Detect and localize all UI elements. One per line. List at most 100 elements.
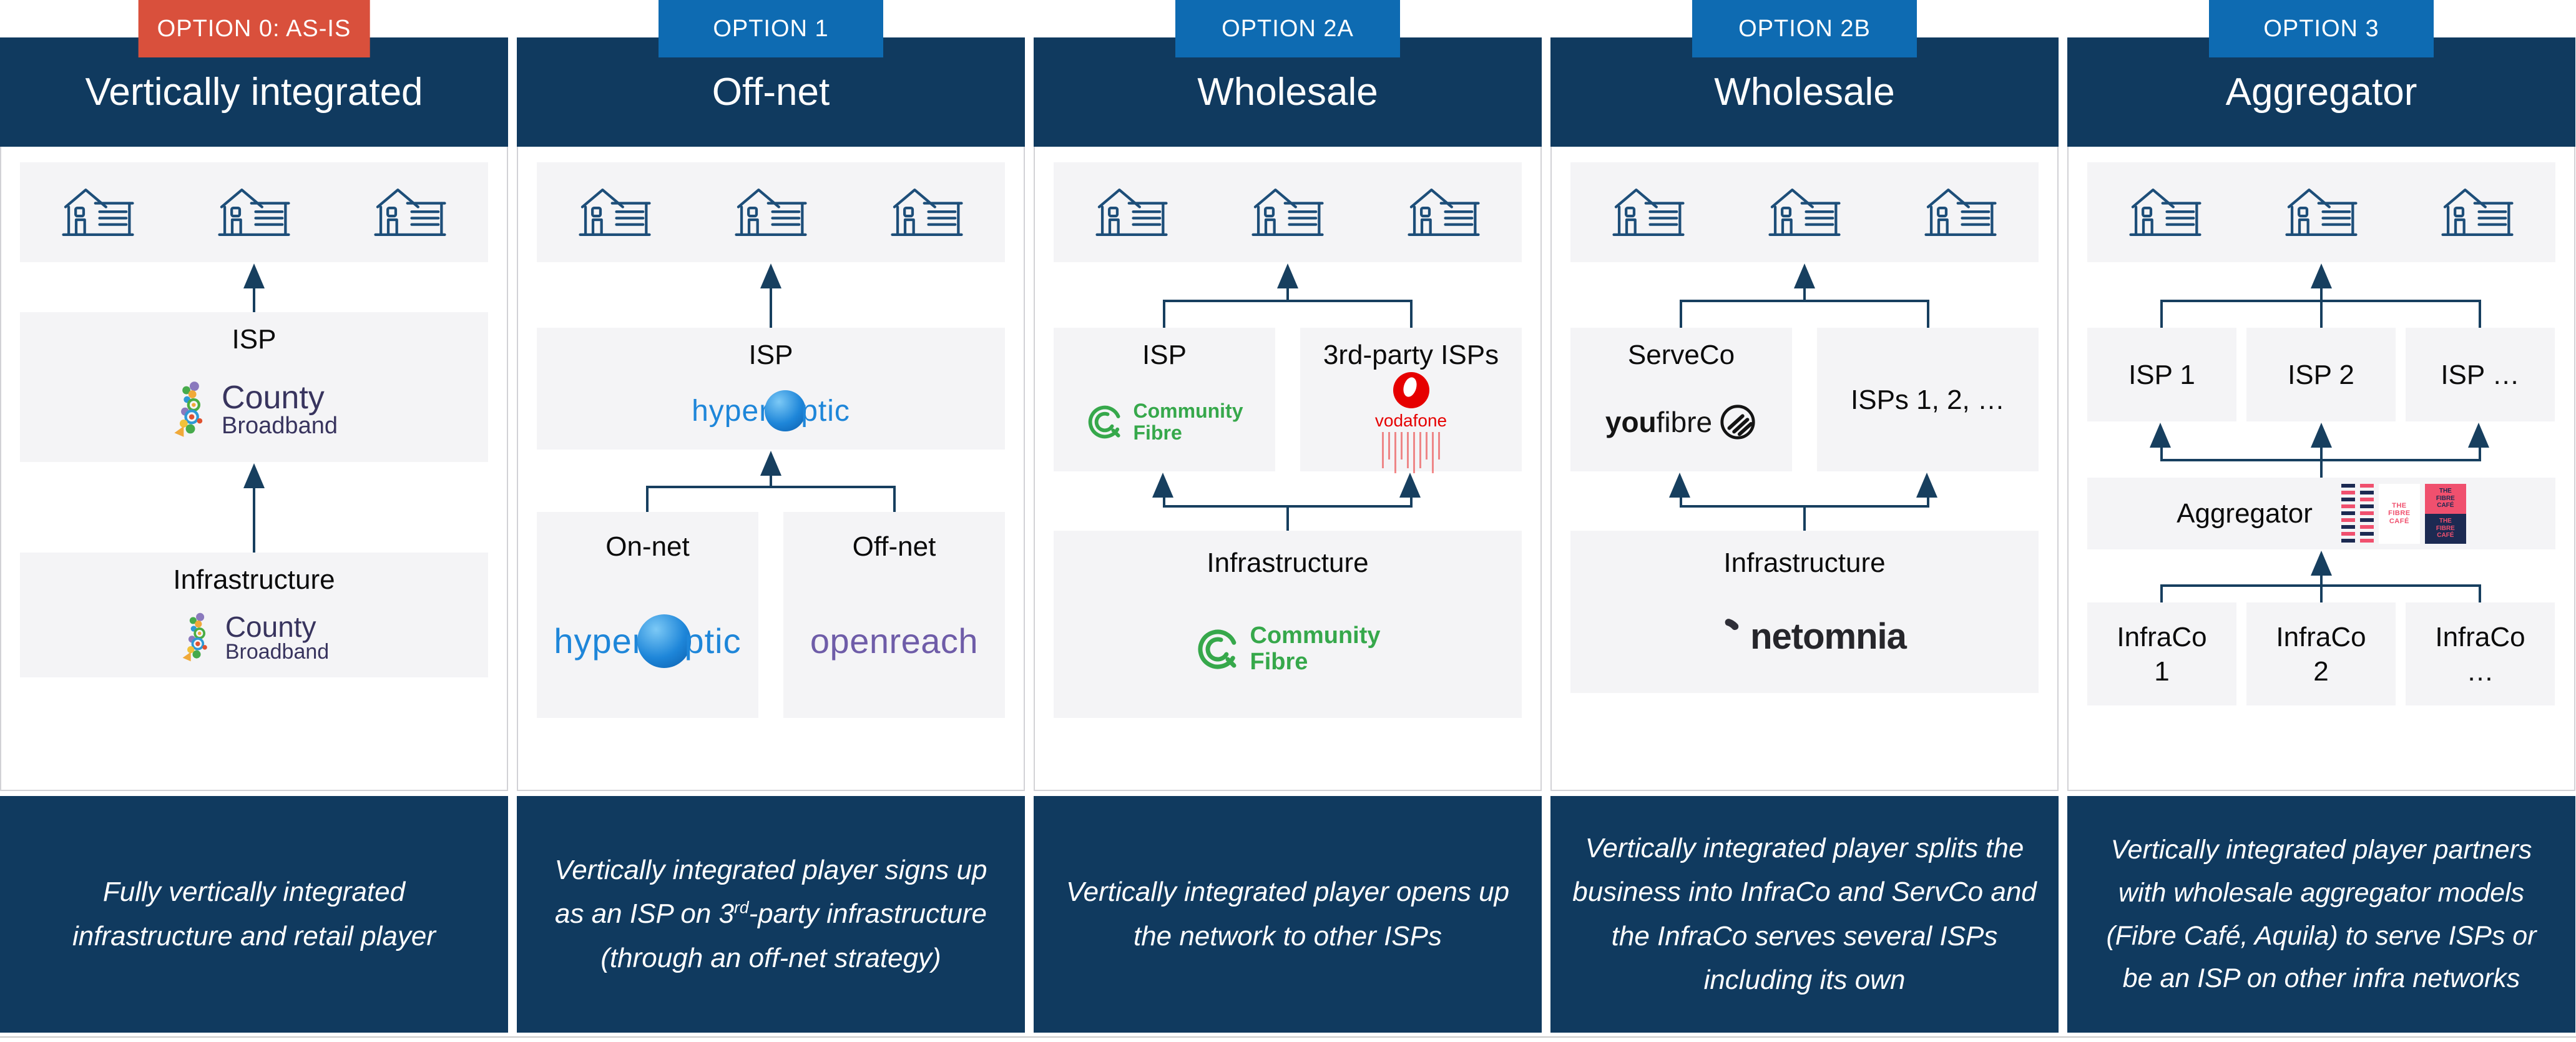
connector-line [1680, 300, 1929, 302]
option-2a-description: Vertically integrated player opens up th… [1034, 796, 1542, 1033]
connector-line [2320, 287, 2323, 328]
connector-line [1163, 300, 1165, 328]
connector-line [2479, 584, 2481, 602]
vodafone-bars-icon [1382, 432, 1440, 473]
netomnia-logo: netomnia [1703, 616, 1907, 657]
community-fibre-icon [1086, 403, 1124, 441]
broadband-logo-text: Broadband [225, 639, 330, 664]
connector-line [1927, 300, 1929, 328]
infrastructure-box: Infrastructure County Broadband [20, 553, 488, 677]
homes-box [537, 162, 1005, 262]
uk-map-icon [179, 610, 214, 665]
vodafone-logo: vodafone [1375, 372, 1447, 473]
option-2a-diagram: ISP Community Fibre 3rd-party ISPs [1034, 147, 1542, 791]
isp-2-label: ISP 2 [2288, 359, 2354, 390]
connector-line [1803, 505, 1806, 531]
youfibre-hand-icon [1718, 403, 1757, 441]
bottom-divider [0, 1036, 2576, 1038]
connector-line [2479, 300, 2481, 328]
option-2a-title: Wholesale [1034, 37, 1542, 147]
homes-box [2087, 162, 2555, 262]
fibre-cafe-dashes-icon [2341, 483, 2355, 544]
option-3-badge: OPTION 3 [2209, 0, 2434, 57]
infraco-2-box: InfraCo 2 [2246, 602, 2396, 705]
connector-line [1286, 287, 1289, 301]
option-0-description: Fully vertically integrated infrastructu… [0, 796, 508, 1033]
connector-line [1803, 287, 1806, 301]
infraco-more-box: InfraCo … [2406, 602, 2555, 705]
community-fibre-logo: Community Fibre [1086, 400, 1243, 443]
county-broadband-logo: County Broadband [170, 378, 338, 441]
arrow-up-icon [1152, 473, 1173, 498]
isp-label: ISP [1142, 340, 1187, 370]
arrow-up-icon [243, 463, 265, 488]
connector-line [253, 487, 255, 553]
uk-map-icon [170, 378, 210, 441]
infraco-1-box: InfraCo 1 [2087, 602, 2236, 705]
infraco-1-number: 1 [2154, 656, 2170, 687]
fibre-cafe-tile: THE FIBRE CAFÉ [2424, 483, 2466, 514]
fibre-logo-text: Fibre [1250, 648, 1308, 675]
arrow-up-icon [760, 263, 781, 288]
isp-box: ISP Community Fibre [1054, 328, 1275, 471]
aggregator-box: Aggregator THE FIBRE CAFÉ THE FIBRE CAFÉ… [2087, 478, 2555, 549]
isp-box: ISP County Broadband [20, 312, 488, 462]
house-icon [575, 185, 655, 240]
homes-box [20, 162, 488, 262]
option-2b-description: Vertically integrated player splits the … [1550, 796, 2059, 1033]
hyperoptic-logo-text: ptic [684, 621, 742, 661]
isp-2-box: ISP 2 [2246, 328, 2396, 421]
house-icon [1921, 185, 2001, 240]
off-net-box: Off-net openreach [783, 512, 1005, 718]
serveco-box: ServeCo youfibre [1570, 328, 1792, 471]
infraco-2-number: 2 [2313, 656, 2329, 687]
column-option-2a: OPTION 2A Wholesale ISP Community [1034, 0, 1542, 1033]
house-icon [731, 185, 811, 240]
youfibre-logo-text: you [1605, 405, 1657, 438]
connector-line [893, 486, 896, 512]
connector-line [253, 287, 255, 312]
hyperoptic-sphere-icon [637, 614, 692, 668]
option-2b-badge: OPTION 2B [1692, 0, 1917, 57]
connector-line [770, 474, 772, 487]
netomnia-ring-icon [1703, 616, 1744, 657]
isp-more-box: ISP … [2406, 328, 2555, 421]
arrow-up-icon [1277, 263, 1298, 288]
infrastructure-label: Infrastructure [1207, 548, 1369, 578]
option-0-diagram: ISP County Broadband Infrastructure [0, 147, 508, 791]
house-icon [1248, 185, 1328, 240]
arrow-up-icon [1399, 473, 1421, 498]
house-icon [1092, 185, 1172, 240]
connector-line [646, 486, 896, 488]
infraco-2-label: InfraCo [2276, 621, 2366, 652]
hyperoptic-logo-text: hyper [692, 394, 770, 428]
infraco-more-number: … [2466, 656, 2494, 687]
description-superscript: rd [734, 898, 749, 917]
house-icon [1404, 185, 1484, 240]
house-icon [370, 185, 450, 240]
hyperoptic-sphere-icon [765, 390, 806, 431]
option-1-title: Off-net [517, 37, 1025, 147]
connector-line [1163, 496, 1165, 506]
connector-line [2320, 459, 2323, 478]
connector-line [2160, 446, 2163, 460]
isps-box: ISPs 1, 2, … [1817, 328, 2039, 471]
community-logo-text: Community [1250, 622, 1381, 649]
infrastructure-label: Infrastructure [173, 564, 335, 595]
arrow-up-icon [243, 263, 265, 288]
homes-box [1054, 162, 1522, 262]
infrastructure-box: Infrastructure Community Fibre [1054, 531, 1522, 718]
arrow-up-icon [1916, 473, 1937, 498]
arrow-up-icon [2468, 423, 2489, 448]
aggregator-label: Aggregator [2177, 498, 2313, 529]
off-net-label: Off-net [852, 531, 936, 562]
vodafone-icon [1393, 372, 1429, 408]
isp-1-box: ISP 1 [2087, 328, 2236, 421]
arrow-up-icon [2311, 423, 2332, 448]
